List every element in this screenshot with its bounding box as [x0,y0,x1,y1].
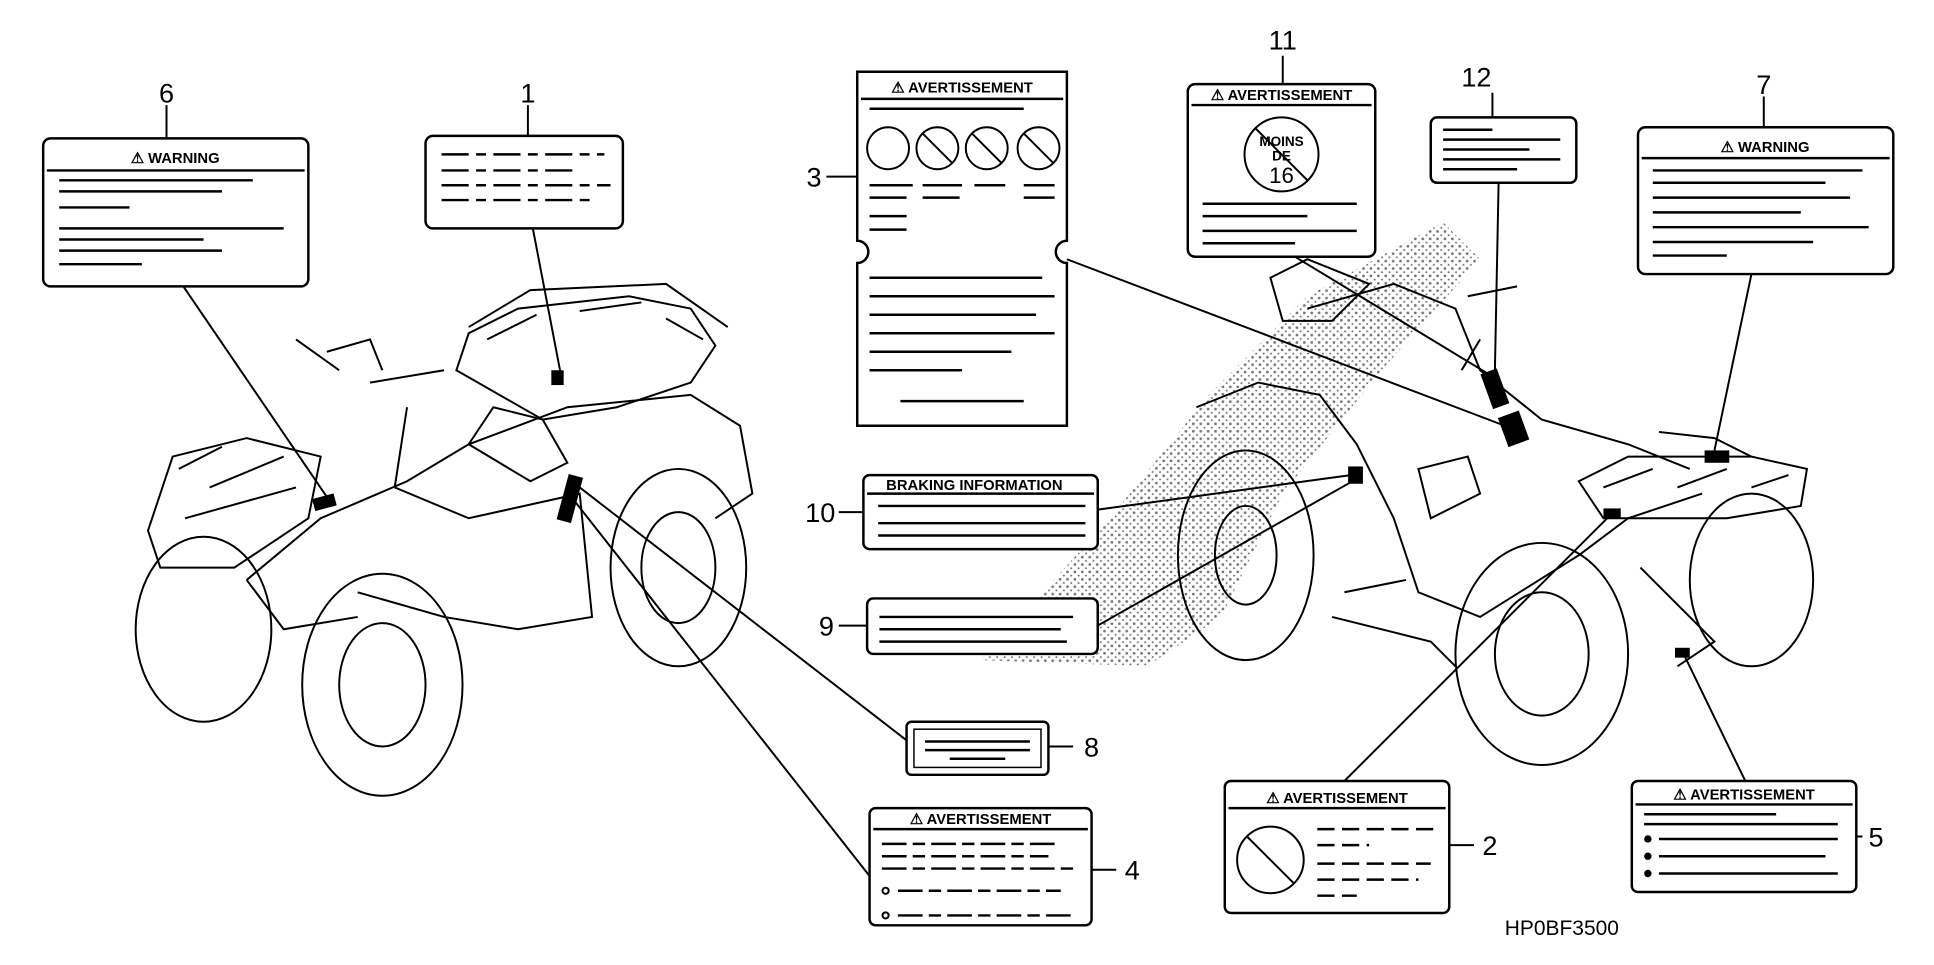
callout-3: 3 [807,161,822,192]
label-header: ⚠ AVERTISSEMENT [1673,787,1815,803]
label-location-marker [1348,466,1363,484]
bullet-icon [1644,835,1652,843]
callout-5: 5 [1868,821,1883,852]
callout-12: 12 [1461,62,1491,93]
label-location-marker [1674,647,1690,658]
bullet-icon [881,911,890,920]
label-10-braking-information[interactable]: BRAKING INFORMATION [862,473,1099,551]
label-header: BRAKING INFORMATION [886,478,1062,494]
prohibition-icon [1243,116,1320,193]
label-header: ⚠ AVERTISSEMENT [1211,88,1353,104]
callout-8: 8 [1084,731,1099,762]
label-header: ⚠ AVERTISSEMENT [910,812,1052,828]
callout-7: 7 [1756,69,1771,100]
label-7-warning[interactable]: ⚠ WARNING [1636,126,1895,276]
age-text-mid: DE [1272,149,1291,164]
label-2-avertissement[interactable]: ⚠ AVERTISSEMENT [1223,779,1451,915]
age-text-top: MOINS [1259,134,1303,149]
label-9[interactable] [865,597,1099,656]
prohibition-icon [1236,825,1305,895]
bullet-icon [881,886,890,895]
label-12[interactable] [1429,116,1578,185]
label-header: ⚠ AVERTISSEMENT [1266,791,1408,807]
shading [980,222,1481,667]
label-5-avertissement[interactable]: ⚠ AVERTISSEMENT [1630,779,1858,894]
bullet-icon [1644,852,1652,860]
atv-rear-view [1176,258,1815,766]
label-location-marker [1480,368,1510,410]
label-location-marker [551,370,564,386]
prohibition-icon [866,126,1061,171]
callout-10: 10 [805,497,835,528]
label-3-avertissement[interactable]: ⚠ AVERTISSEMENT [855,70,1069,427]
label-location-marker [312,493,337,512]
leader-lines [165,55,1863,877]
drawing-code: HP0BF3500 [1505,917,1619,940]
label-header: ⚠ WARNING [1721,140,1810,156]
label-8[interactable] [905,720,1050,777]
atv-front-view [134,282,754,797]
label-location-marker [556,473,584,524]
label-location-marker [1497,410,1530,448]
label-6-warning[interactable]: ⚠ WARNING [41,137,310,288]
label-4-avertissement[interactable]: ⚠ AVERTISSEMENT [868,806,1093,927]
label-header: ⚠ AVERTISSEMENT [891,81,1033,97]
callout-6: 6 [159,78,174,109]
label-location-marker [1603,508,1621,519]
label-11-age-warning[interactable]: ⚠ AVERTISSEMENT MOINS DE 16 [1186,82,1377,259]
callout-1: 1 [520,78,535,109]
age-text-number: 16 [1269,163,1294,188]
label-1[interactable] [424,134,625,230]
label-header: ⚠ WARNING [131,151,220,167]
callout-11: 11 [1269,25,1297,56]
callout-9: 9 [819,610,834,641]
callout-4: 4 [1125,855,1140,886]
bullet-icon [1644,869,1652,878]
label-location-marker [1704,450,1730,463]
callout-2: 2 [1482,830,1497,861]
